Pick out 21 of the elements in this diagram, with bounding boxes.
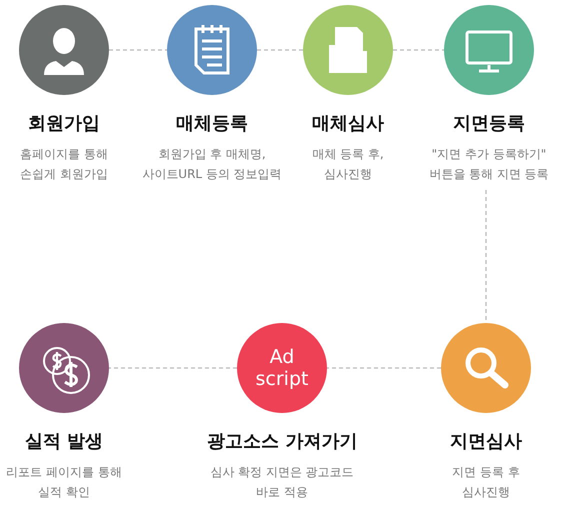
step-title: 지면심사 [449,430,523,454]
connector-line [327,367,441,369]
connector-line [109,367,237,369]
step-description: 회원가입 후 매체명, 사이트URL 등의 정보입력 [141,146,283,183]
step-title: 지면등록 [452,112,526,136]
step-description: 지면 등록 후 심사진행 [451,464,521,501]
step-title: 매체심사 [311,112,385,136]
step-title: 광고소스 가져가기 [207,430,357,454]
step-description: 홈페이지를 통해 손쉽게 회원가입 [19,146,109,183]
step-description: 심사 확정 지면은 광고코드 바로 적용 [209,464,355,501]
step-description: 매체 등록 후, 심사진행 [311,146,385,183]
step-description: "지면 추가 등록하기" 버튼을 통해 지면 등록 [428,146,550,183]
step-title: 매체등록 [175,112,249,136]
step-title: 회원가입 [27,112,101,136]
connector-line [485,190,487,323]
connector-line [109,49,167,51]
connector-line [257,49,303,51]
connector-line [393,49,444,51]
step-description: 리포트 페이지를 통해 실적 확인 [5,464,123,501]
step-title: 실적 발생 [24,430,104,454]
circle-label: Ad script [254,346,310,390]
